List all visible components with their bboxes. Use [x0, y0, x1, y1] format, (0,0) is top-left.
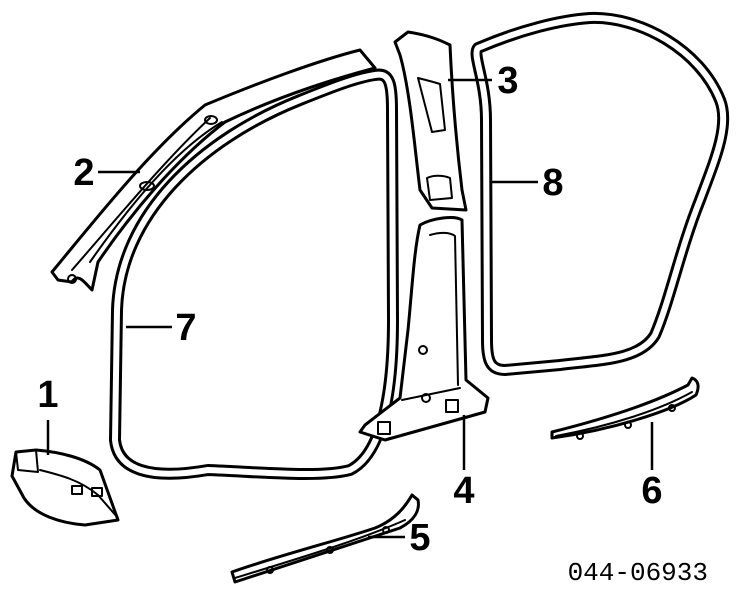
- rear-door-weatherstrip: [470, 11, 730, 376]
- front-door-weatherstrip: [109, 68, 399, 481]
- diagram-code: 044-06933: [568, 558, 708, 588]
- callout-7: 7: [175, 307, 196, 349]
- callout-8: 8: [542, 162, 563, 204]
- callout-6: 6: [641, 470, 662, 512]
- cowl-side-trim: [10, 448, 120, 527]
- callout-3: 3: [497, 60, 518, 102]
- callout-4: 4: [453, 470, 474, 512]
- callout-5: 5: [409, 517, 430, 559]
- front-door-scuff-plate: [230, 493, 420, 584]
- leader-lines: [46, 78, 654, 539]
- center-pillar-lower-garnish: [358, 216, 490, 442]
- front-pillar-garnish: [50, 48, 377, 292]
- center-pillar-upper-garnish: [393, 30, 468, 212]
- callout-1: 1: [37, 374, 58, 416]
- callout-2: 2: [73, 152, 94, 194]
- rear-door-scuff-plate: [550, 376, 700, 440]
